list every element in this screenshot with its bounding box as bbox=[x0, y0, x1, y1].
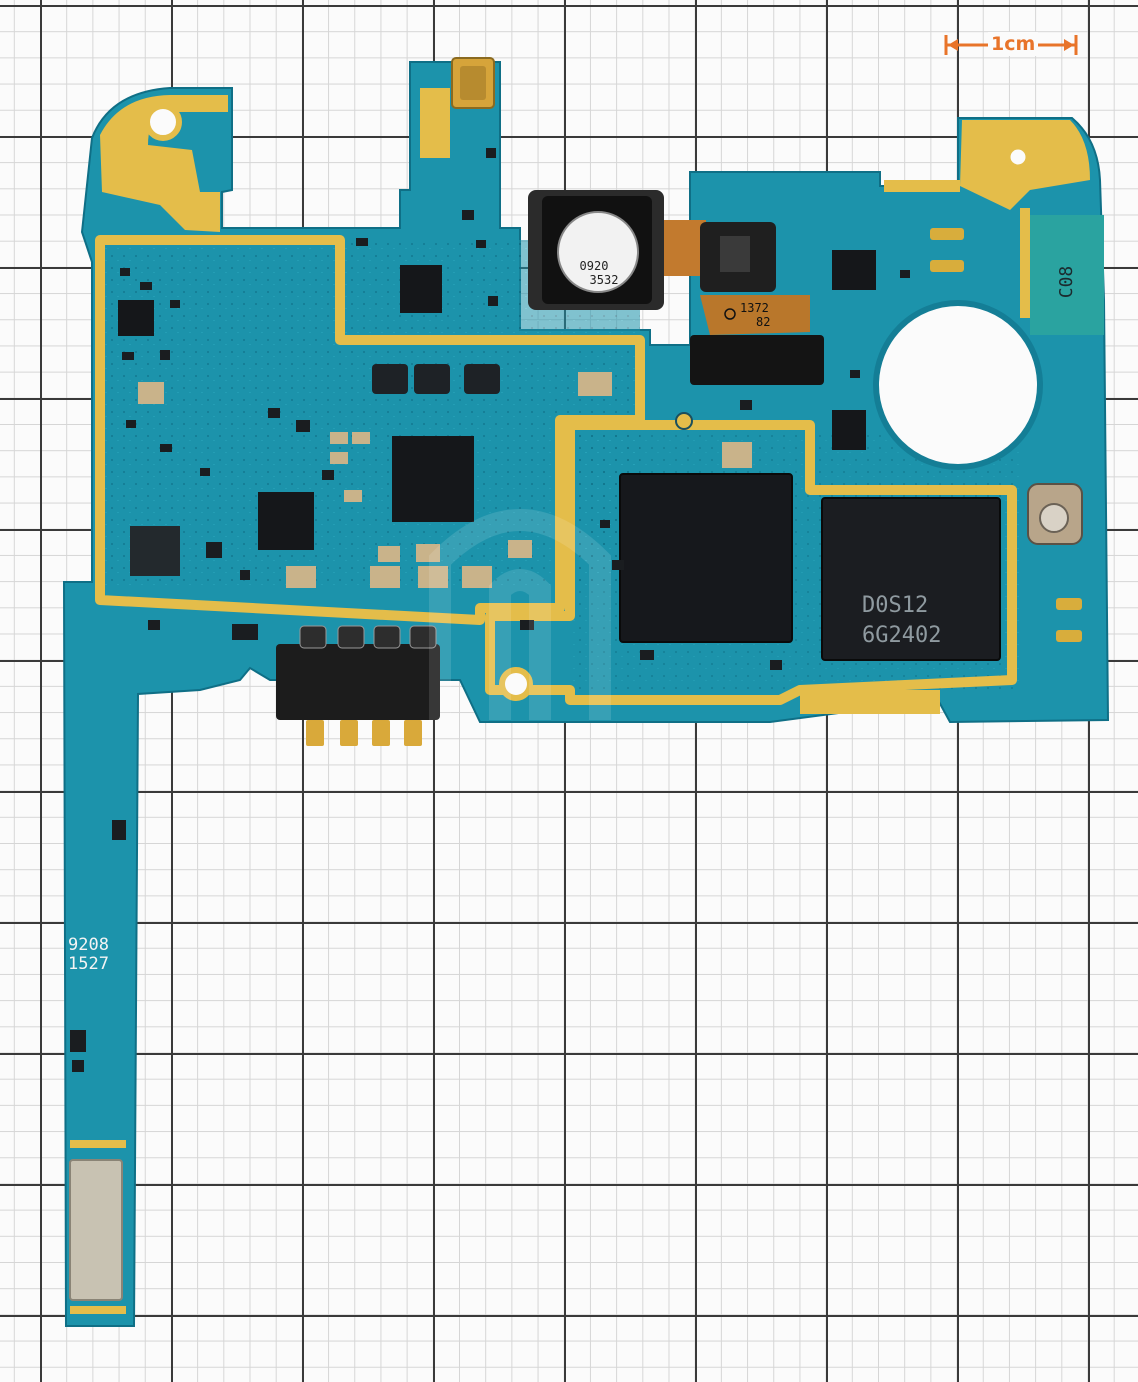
gold-pad-antenna bbox=[70, 1140, 126, 1148]
scale-bar-label: 1cm bbox=[988, 32, 1039, 56]
ic-chip bbox=[130, 526, 180, 576]
flex-connector bbox=[700, 295, 810, 335]
gold-shield-frame-right bbox=[485, 420, 1017, 705]
capacitor-array bbox=[138, 372, 752, 588]
mounting-hole bbox=[1005, 144, 1031, 170]
inductor bbox=[464, 364, 500, 394]
mounting-hole bbox=[144, 103, 182, 141]
battery-connector bbox=[276, 625, 440, 746]
flex-label-line1: 1372 bbox=[740, 301, 769, 315]
camera-label-line2: 3532 bbox=[590, 273, 619, 287]
gold-strip-right bbox=[1020, 208, 1030, 318]
coin-cell-holder bbox=[1027, 483, 1083, 545]
gold-strip-top bbox=[884, 180, 960, 192]
inductor bbox=[372, 364, 408, 394]
gold-strip-mic bbox=[420, 88, 450, 158]
watermark-logo bbox=[429, 509, 611, 720]
speaker-cutout bbox=[873, 300, 1043, 470]
gold-shield-frame-left bbox=[95, 235, 645, 625]
memory-chip bbox=[821, 497, 1001, 661]
test-point bbox=[675, 412, 693, 430]
board-connector bbox=[690, 335, 824, 385]
rear-camera-module: 0920 3532 bbox=[528, 190, 664, 310]
memory-chip-line2: 6G2402 bbox=[862, 623, 941, 648]
board-code-label: C08 bbox=[1056, 266, 1077, 299]
ic-chip bbox=[118, 300, 154, 336]
smd-components bbox=[70, 148, 910, 1072]
board-label-line2: 1527 bbox=[68, 954, 109, 974]
board-code-panel bbox=[1030, 215, 1104, 335]
antenna-contact-plate bbox=[69, 1159, 123, 1301]
camera-flex-cable bbox=[664, 220, 706, 276]
gold-pad-top-left bbox=[100, 95, 228, 232]
pmic-chip bbox=[392, 436, 474, 522]
ic-chip bbox=[400, 265, 442, 313]
camera-label-line1: 0920 bbox=[580, 259, 609, 273]
gold-strip-bottom bbox=[800, 690, 940, 714]
ic-chip bbox=[258, 492, 314, 550]
mounting-hole bbox=[499, 667, 533, 701]
processor-chip bbox=[619, 473, 793, 643]
ic-chip bbox=[832, 250, 876, 290]
board-label-line1: 9208 bbox=[68, 935, 109, 955]
ic-chip bbox=[832, 410, 866, 450]
memory-chip-line1: D0S12 bbox=[862, 593, 928, 618]
gold-pads bbox=[930, 228, 1082, 642]
gold-pad-antenna bbox=[70, 1306, 126, 1314]
inductor bbox=[414, 364, 450, 394]
flex-label-line2: 82 bbox=[756, 315, 770, 329]
